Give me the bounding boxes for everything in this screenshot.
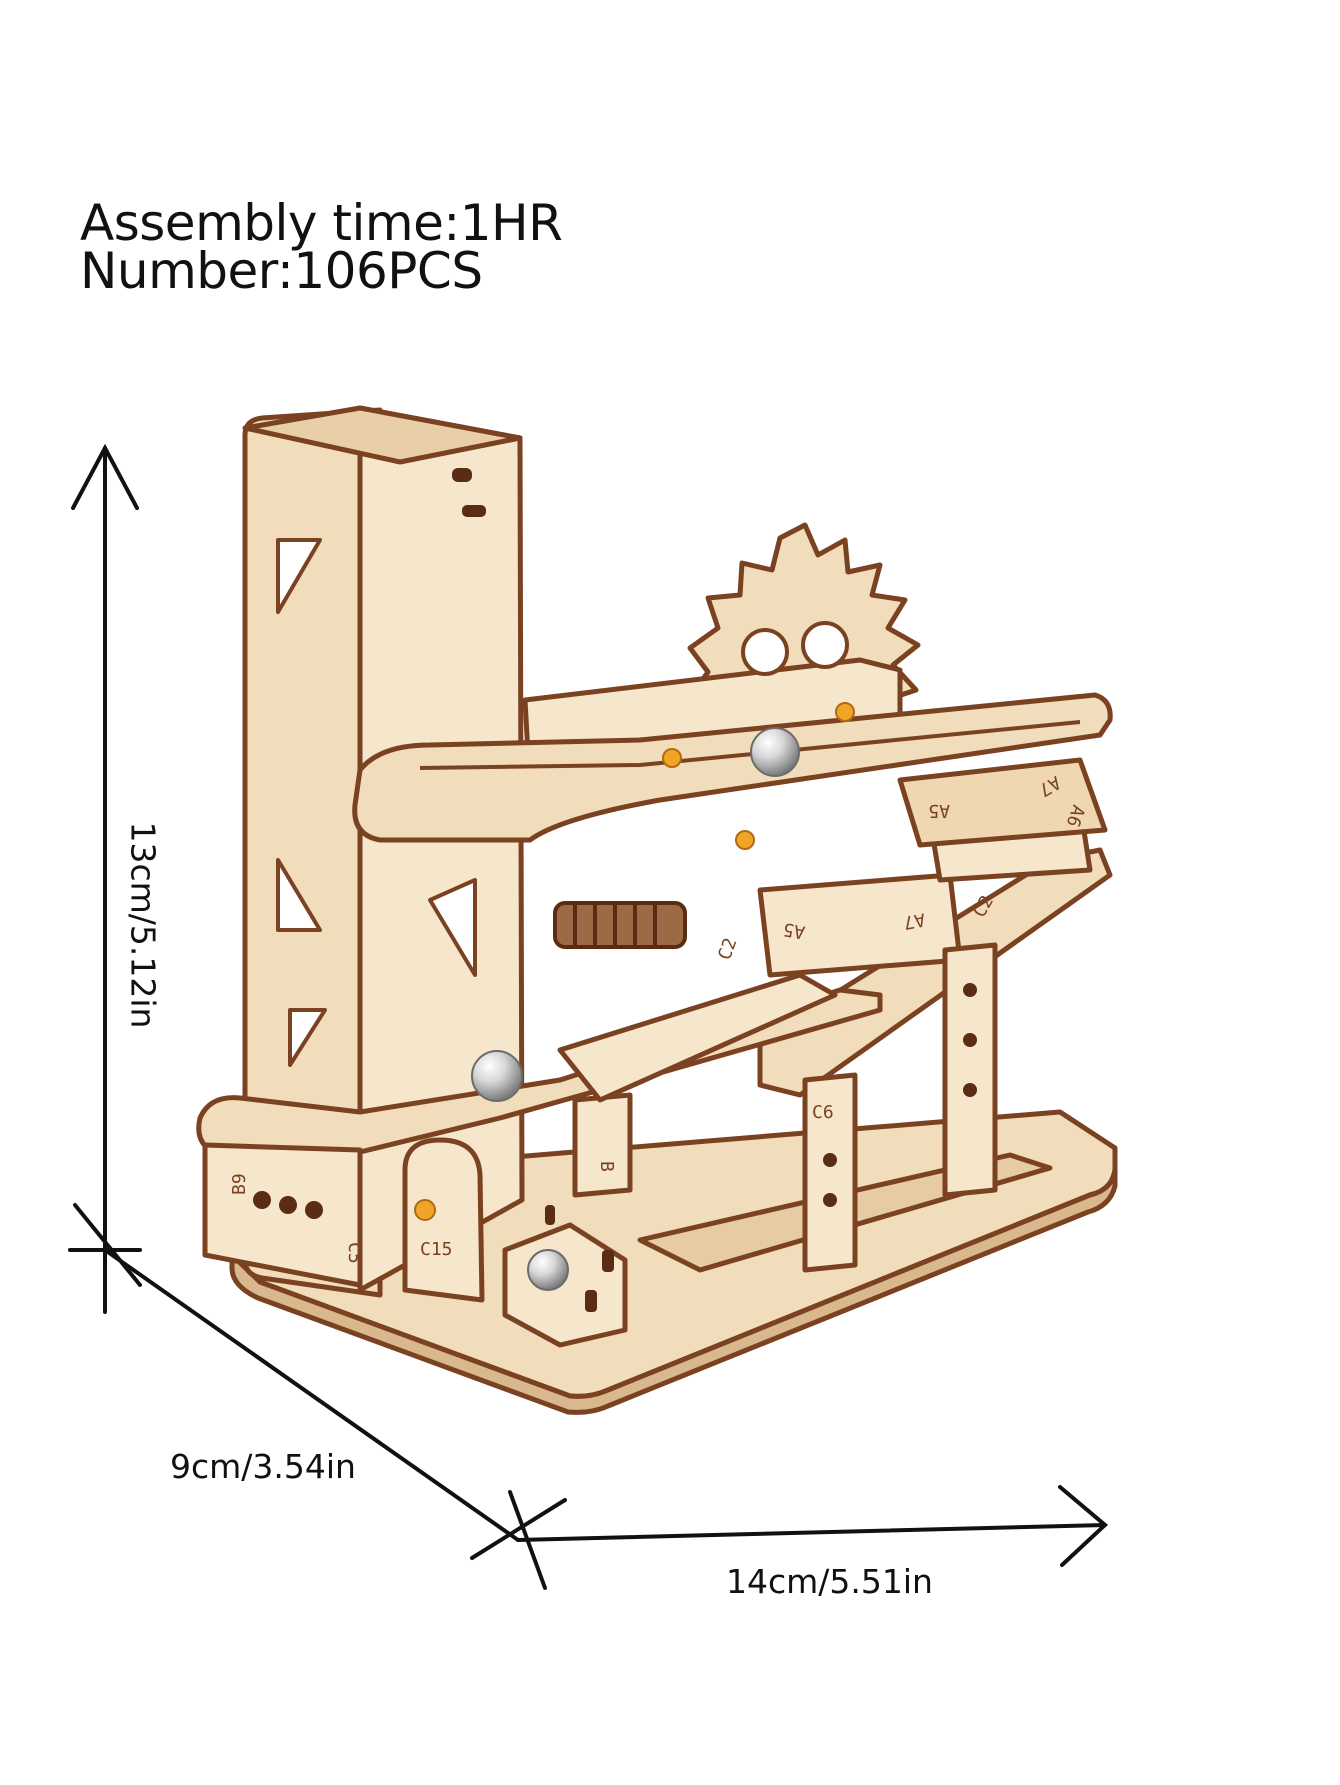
slider-block-c <box>897 757 1108 848</box>
part-label: C5 <box>344 1242 365 1264</box>
width-arrow-line <box>516 1523 1107 1542</box>
leg-middle <box>802 1072 858 1273</box>
steel-marble <box>527 1249 569 1291</box>
part-label: A5 <box>928 800 950 821</box>
slot-hole <box>545 1205 555 1225</box>
leg-hole <box>963 1083 977 1097</box>
tower-cutout <box>428 878 477 977</box>
arch-block <box>402 1137 485 1303</box>
panel-hole <box>279 1196 297 1214</box>
leg-hole <box>823 1193 837 1207</box>
tower-cutout <box>276 858 322 932</box>
width-tick-a <box>508 1490 547 1590</box>
orange-peg <box>735 830 755 850</box>
part-label: C15 <box>420 1239 453 1260</box>
panel-hole <box>253 1191 271 1209</box>
leg-hole <box>963 1033 977 1047</box>
leg-hole <box>963 983 977 997</box>
leg-hole <box>823 1153 837 1167</box>
width-arrow-head <box>1058 1485 1109 1567</box>
depth-arrow-line <box>103 1248 520 1542</box>
assembly-time: Assembly time:1HR <box>80 194 563 252</box>
top-track <box>352 692 1113 843</box>
tower-cutout <box>276 538 322 614</box>
part-label: C2 <box>714 935 741 963</box>
slot-hole <box>462 505 486 517</box>
top-track-groove <box>419 720 1081 770</box>
panel-hole <box>305 1201 323 1219</box>
tower-top <box>242 405 523 465</box>
gear-hole <box>801 621 849 669</box>
part-label: B <box>596 1161 617 1172</box>
orange-peg <box>662 748 682 768</box>
height-arrow-head <box>71 443 139 510</box>
slot-hole <box>585 1290 597 1312</box>
orange-peg <box>414 1199 436 1221</box>
base-plate-edge <box>229 1167 1118 1415</box>
part-label: C6 <box>812 1102 834 1123</box>
part-label: A7 <box>902 908 927 932</box>
piece-count: Number:106PCS <box>80 242 483 300</box>
width-label: 14cm/5.51in <box>726 1562 933 1601</box>
threaded-rod <box>553 901 687 949</box>
part-label: A5 <box>782 918 807 942</box>
steel-marble <box>471 1050 523 1102</box>
width-tick-b <box>470 1498 567 1560</box>
lower-diagonal-ramp <box>557 972 838 1103</box>
tower-cutout <box>288 1008 327 1067</box>
steel-marble <box>750 727 800 777</box>
part-label: B9 <box>229 1173 250 1195</box>
leg-right <box>942 942 998 1198</box>
depth-label: 9cm/3.54in <box>170 1447 356 1486</box>
slot-hole <box>602 1250 614 1272</box>
front-left-block <box>202 1142 363 1288</box>
gear-hole <box>741 628 789 676</box>
leg-center <box>572 1092 633 1198</box>
orange-peg <box>835 702 855 722</box>
slot-hole <box>452 468 472 482</box>
depth-tick-top <box>73 1203 142 1287</box>
